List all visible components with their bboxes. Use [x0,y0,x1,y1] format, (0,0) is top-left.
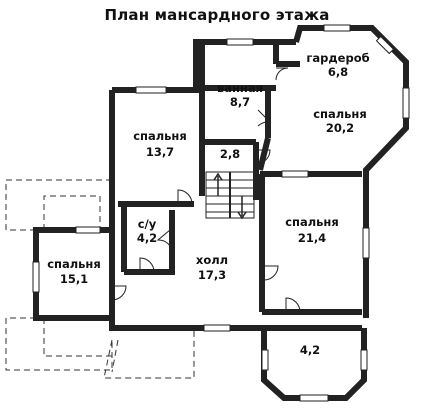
room-label-su: с/у 4,2 [137,217,157,245]
room-label-spalnya-13: спальня 13,7 [133,129,187,159]
room-area: 20,2 [326,121,354,135]
room-label-spalnya-15: спальня 15,1 [47,257,101,286]
room-name: холл [196,253,228,267]
room-name: с/у [138,217,157,231]
room-name: спальня [47,257,101,271]
doors [111,67,301,313]
staircase [205,171,255,220]
room-area: 13,7 [146,145,174,159]
room-label-holl: холл 17,3 [196,253,228,282]
room-area: 8,7 [230,95,250,109]
plan-title: План мансардного этажа [104,6,330,24]
room-name: гардероб [306,51,369,65]
room-label-bay: 4,2 [300,343,320,357]
room-area: 21,4 [298,231,326,245]
room-area: 4,2 [137,231,157,245]
windows [32,24,410,402]
room-area: 17,3 [198,268,226,282]
room-label-spalnya-20: спальня 20,2 [313,107,367,135]
room-area: 4,2 [300,343,320,357]
room-area: 2,8 [220,147,240,161]
room-label-vannaya: ванная 8,7 [217,81,263,109]
room-label-spalnya-21: спальня 21,4 [285,215,339,245]
room-label-garderob: гардероб 6,8 [306,51,369,79]
room-label-hall-small: 2,8 [220,147,240,161]
room-name: спальня [285,215,339,229]
room-area: 15,1 [60,272,88,286]
room-area: 6,8 [328,65,348,79]
room-name: спальня [313,107,367,121]
room-name: ванная [217,81,263,95]
room-name: спальня [133,129,187,143]
